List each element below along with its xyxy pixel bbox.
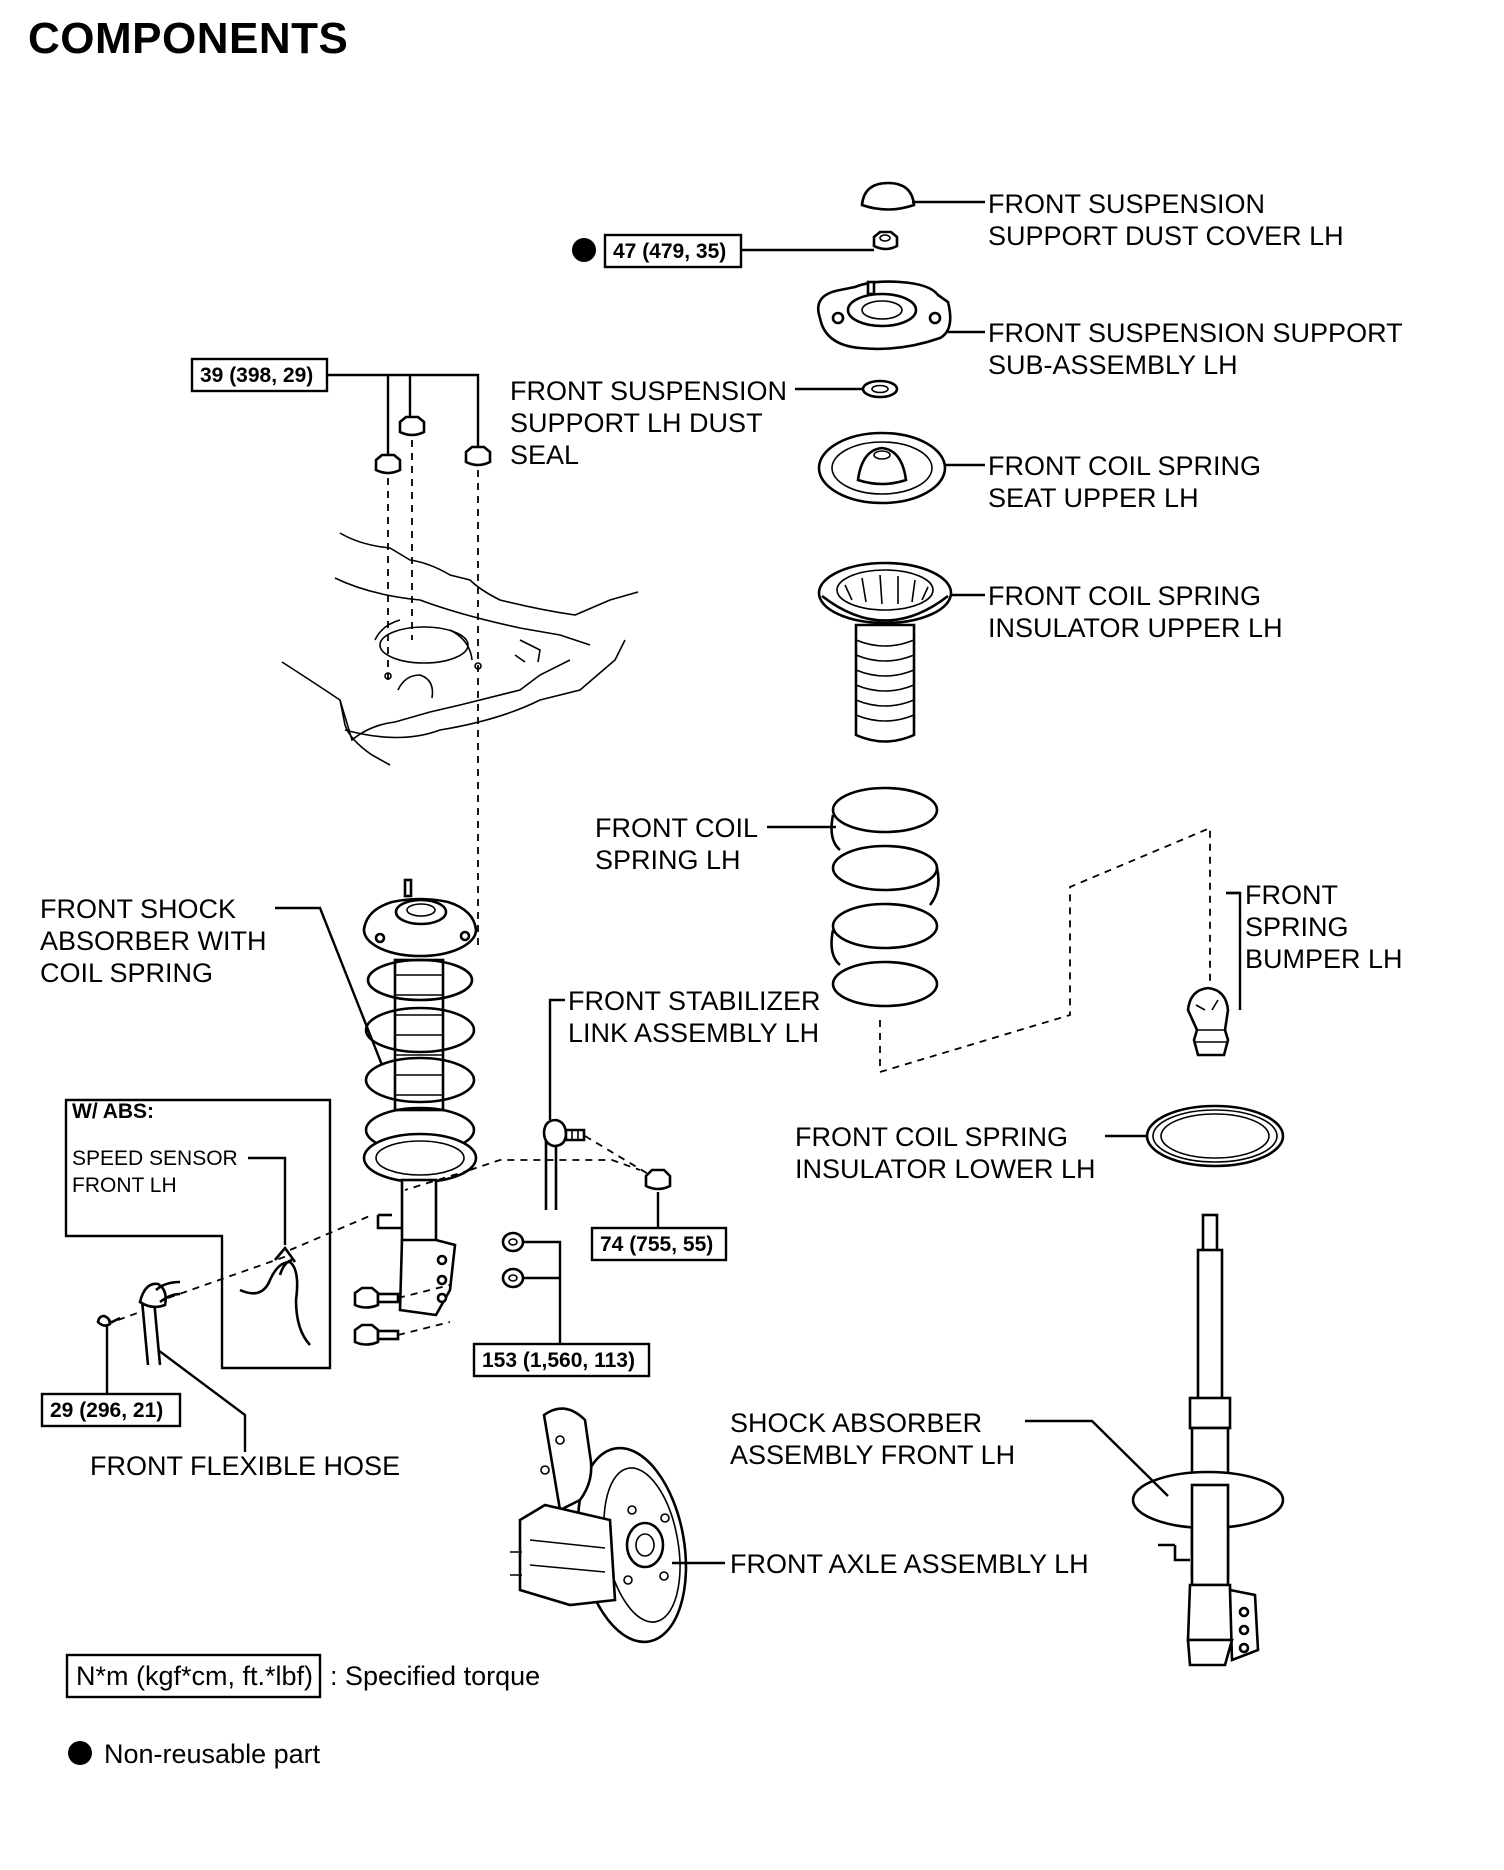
label-stabilizer-2: LINK ASSEMBLY LH [568, 1018, 819, 1048]
svg-text:SUB-ASSEMBLY LH: SUB-ASSEMBLY LH [988, 350, 1238, 380]
torque-29: 29 (296, 21) [50, 1399, 163, 1422]
svg-text:FRONT COIL SPRING: FRONT COIL SPRING [795, 1122, 1068, 1152]
label-shock-spring-2: ABSORBER WITH [40, 926, 267, 956]
label-seat-upper-1: FRONT COIL SPRING [988, 451, 1261, 481]
svg-text:: Specified torque: : Specified torque [330, 1661, 540, 1691]
legend-nonreusable-text: Non-reusable part [104, 1739, 321, 1769]
svg-text:SEAT UPPER LH: SEAT UPPER LH [988, 483, 1199, 513]
svg-text:FRONT COIL SPRING: FRONT COIL SPRING [988, 451, 1261, 481]
label-shock-assembly-2: ASSEMBLY FRONT LH [730, 1440, 1015, 1470]
suspension-support-part [816, 280, 952, 351]
svg-text:FRONT SUSPENSION SUPPORT: FRONT SUSPENSION SUPPORT [988, 318, 1403, 348]
svg-text:SPRING LH: SPRING LH [595, 845, 741, 875]
label-dust-cover-2: SUPPORT DUST COVER LH [988, 221, 1344, 251]
svg-text:SPEED SENSOR: SPEED SENSOR [72, 1147, 238, 1170]
strut-assembly-part [362, 878, 478, 1317]
label-shock-spring-3: COIL SPRING [40, 958, 213, 988]
label-dust-cover-1: FRONT SUSPENSION [988, 189, 1265, 219]
svg-text:COIL SPRING: COIL SPRING [40, 958, 213, 988]
label-dust-seal-1: FRONT SUSPENSION [510, 376, 787, 406]
label-bumper-1: FRONT [1245, 880, 1338, 910]
svg-text:74 (755, 55): 74 (755, 55) [600, 1233, 713, 1256]
label-shock-assembly-1: SHOCK ABSORBER [730, 1408, 982, 1438]
spring-bumper-part [1186, 986, 1230, 1057]
flexible-hose-part [96, 1280, 181, 1366]
svg-text:FRONT AXLE ASSEMBLY LH: FRONT AXLE ASSEMBLY LH [730, 1549, 1089, 1579]
support-nut-part [872, 230, 899, 251]
label-dust-seal-2: SUPPORT LH DUST [510, 408, 763, 438]
dust-seal-part [861, 379, 899, 399]
svg-text:47 (479, 35): 47 (479, 35) [613, 240, 726, 263]
shock-absorber-part [1131, 1213, 1285, 1667]
label-insulator-upper-2: INSULATOR UPPER LH [988, 613, 1283, 643]
coil-spring-part [830, 786, 940, 1008]
svg-text:FRONT COIL SPRING: FRONT COIL SPRING [988, 581, 1261, 611]
svg-text:Non-reusable part: Non-reusable part [104, 1739, 321, 1769]
svg-text:SPRING: SPRING [1245, 912, 1349, 942]
abs-title: W/ ABS: [72, 1100, 154, 1123]
label-insulator-lower-2: INSULATOR LOWER LH [795, 1154, 1096, 1184]
torque-153: 153 (1,560, 113) [482, 1349, 635, 1372]
svg-text:FRONT FLEXIBLE HOSE: FRONT FLEXIBLE HOSE [90, 1451, 400, 1481]
nonreusable-marker-47 [572, 238, 596, 262]
label-dust-seal-3: SEAL [510, 440, 579, 470]
stabilizer-nut-part [644, 1168, 672, 1191]
label-support-sub-1: FRONT SUSPENSION SUPPORT [988, 318, 1403, 348]
insulator-lower-part [1145, 1104, 1285, 1168]
label-flexible-hose: FRONT FLEXIBLE HOSE [90, 1451, 400, 1481]
svg-text:SHOCK ABSORBER: SHOCK ABSORBER [730, 1408, 982, 1438]
label-coil-spring-1: FRONT COIL [595, 813, 758, 843]
svg-text:FRONT SHOCK: FRONT SHOCK [40, 894, 236, 924]
label-axle-assembly: FRONT AXLE ASSEMBLY LH [730, 1549, 1089, 1579]
label-shock-spring-1: FRONT SHOCK [40, 894, 236, 924]
torque-39: 39 (398, 29) [200, 364, 313, 387]
svg-text:FRONT LH: FRONT LH [72, 1174, 177, 1197]
svg-text:BUMPER LH: BUMPER LH [1245, 944, 1403, 974]
torque-47: 47 (479, 35) [613, 240, 726, 263]
label-speed-sensor-2: FRONT LH [72, 1174, 177, 1197]
svg-text:FRONT COIL: FRONT COIL [595, 813, 758, 843]
svg-text:ABSORBER WITH: ABSORBER WITH [40, 926, 267, 956]
label-coil-spring-2: SPRING LH [595, 845, 741, 875]
label-insulator-lower-1: FRONT COIL SPRING [795, 1122, 1068, 1152]
svg-text:FRONT SUSPENSION: FRONT SUSPENSION [988, 189, 1265, 219]
legend-torque-text: : Specified torque [330, 1661, 540, 1691]
svg-text:SUPPORT LH DUST: SUPPORT LH DUST [510, 408, 763, 438]
label-insulator-upper-1: FRONT COIL SPRING [988, 581, 1261, 611]
spring-seat-upper-part [817, 431, 947, 505]
strut-lower-bolts [353, 1231, 525, 1346]
svg-text:SUPPORT DUST COVER LH: SUPPORT DUST COVER LH [988, 221, 1344, 251]
insulator-upper-part [817, 561, 953, 743]
svg-text:ASSEMBLY FRONT LH: ASSEMBLY FRONT LH [730, 1440, 1015, 1470]
legend-torque-unit: N*m (kgf*cm, ft.*lbf) [76, 1661, 313, 1691]
stabilizer-link-part [542, 1118, 586, 1210]
legend-nonreusable-marker [68, 1741, 92, 1765]
svg-text:FRONT: FRONT [1245, 880, 1338, 910]
svg-text:39 (398, 29): 39 (398, 29) [200, 364, 313, 387]
svg-text:W/ ABS:: W/ ABS: [72, 1100, 154, 1123]
label-bumper-3: BUMPER LH [1245, 944, 1403, 974]
speed-sensor-part [239, 1245, 311, 1346]
svg-text:FRONT SUSPENSION: FRONT SUSPENSION [510, 376, 787, 406]
svg-text:LINK ASSEMBLY LH: LINK ASSEMBLY LH [568, 1018, 819, 1048]
page-title: COMPONENTS [28, 14, 349, 63]
svg-text:INSULATOR UPPER LH: INSULATOR UPPER LH [988, 613, 1283, 643]
label-stabilizer-1: FRONT STABILIZER [568, 986, 821, 1016]
axle-assembly-part [510, 1407, 688, 1644]
dust-cover-part [860, 181, 916, 211]
svg-text:29 (296, 21): 29 (296, 21) [50, 1399, 163, 1422]
svg-text:FRONT STABILIZER: FRONT STABILIZER [568, 986, 821, 1016]
label-speed-sensor-1: SPEED SENSOR [72, 1147, 238, 1170]
label-support-sub-2: SUB-ASSEMBLY LH [988, 350, 1238, 380]
svg-text:N*m (kgf*cm, ft.*lbf): N*m (kgf*cm, ft.*lbf) [76, 1661, 313, 1691]
torque-74: 74 (755, 55) [600, 1233, 713, 1256]
svg-text:153 (1,560, 113): 153 (1,560, 113) [482, 1349, 635, 1372]
svg-text:SEAL: SEAL [510, 440, 579, 470]
svg-text:INSULATOR LOWER LH: INSULATOR LOWER LH [795, 1154, 1096, 1184]
label-bumper-2: SPRING [1245, 912, 1349, 942]
label-seat-upper-2: SEAT UPPER LH [988, 483, 1199, 513]
upper-mount-nuts [374, 415, 492, 475]
vehicle-body-panel [281, 532, 639, 766]
